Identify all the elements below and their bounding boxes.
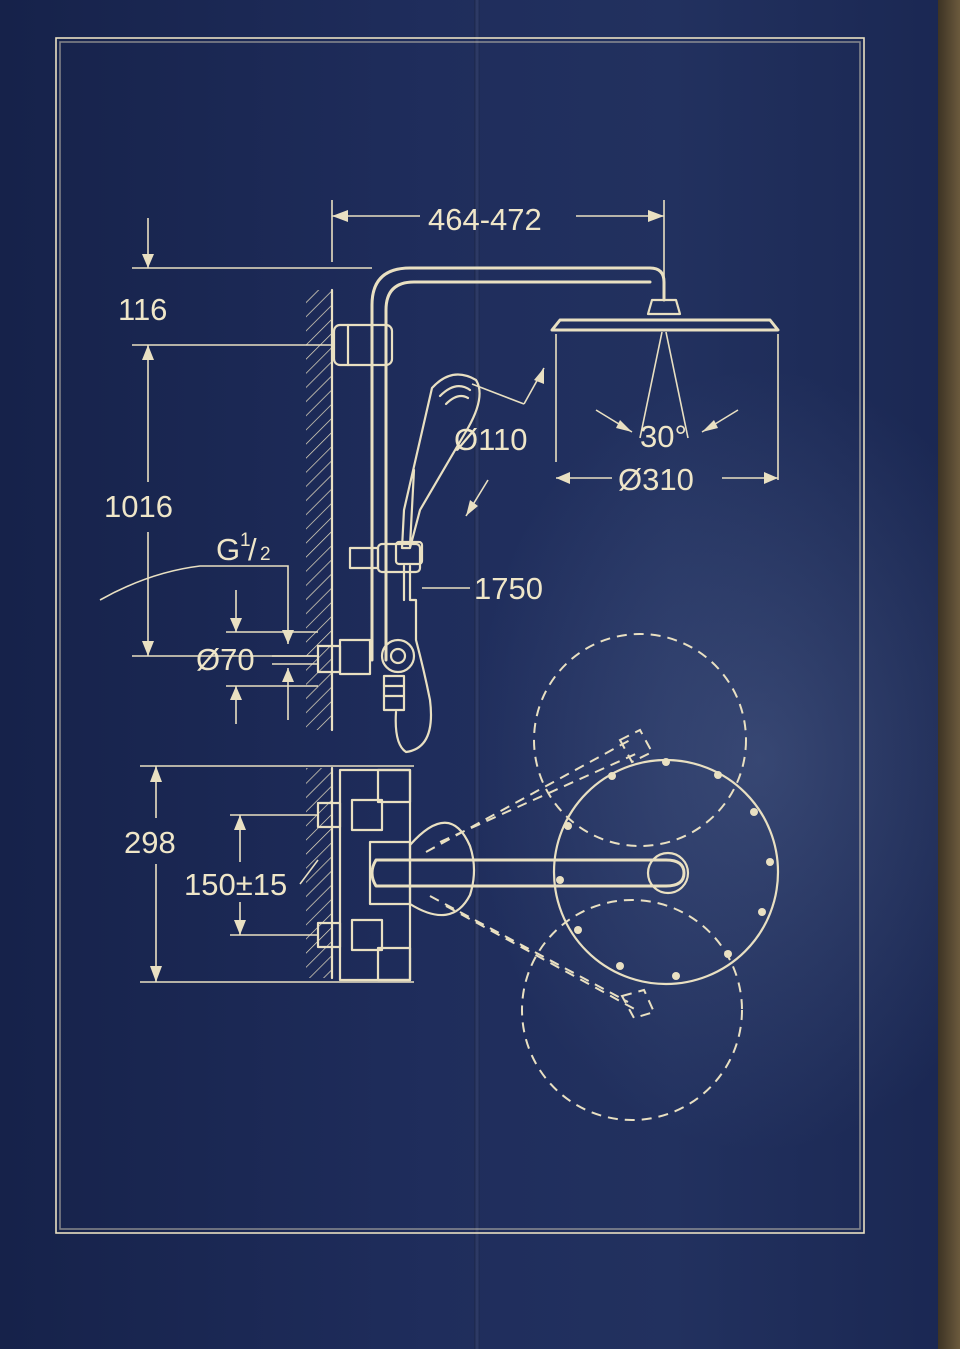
head-shower — [550, 298, 780, 480]
wall-outlet-elbow — [316, 638, 416, 712]
thermostat-mixer — [316, 768, 690, 982]
label-hand-shower-diameter: Ø110 — [454, 422, 528, 457]
dim-mixer-height — [140, 765, 414, 983]
label-thread-sup: 1 — [240, 530, 251, 551]
label-bar-height: 1016 — [104, 489, 173, 524]
hand-shower — [394, 373, 481, 566]
label-hose-length: 1750 — [474, 571, 543, 606]
label-top-offset: 116 — [118, 292, 167, 327]
label-angle: 30° — [640, 419, 687, 454]
shower-hose — [394, 564, 432, 754]
label-thread-sub: 2 — [260, 544, 271, 565]
dim-hand-shower — [465, 367, 545, 517]
frame-outer — [55, 37, 865, 1234]
box-fold-crease — [474, 0, 480, 1349]
dim-projection — [331, 200, 665, 296]
label-flange-diameter: Ø70 — [196, 642, 255, 677]
box-edge — [938, 0, 960, 1349]
dim-connection-spacing — [230, 814, 319, 936]
head-rotation-circle — [552, 758, 780, 986]
label-mixer-height: 298 — [124, 825, 176, 860]
dim-head-shower — [556, 472, 778, 484]
head-rotation-circle-dashed — [425, 633, 747, 1121]
dim-top-offset — [132, 218, 372, 346]
label-projection: 464-472 — [428, 202, 542, 237]
label-connection-spacing: 150±15 — [184, 867, 287, 902]
wall-hatching — [306, 288, 334, 980]
frame-inner — [59, 41, 861, 1230]
slide-holder — [348, 542, 422, 574]
dim-thread-and-flange — [99, 565, 318, 724]
label-thread-slash: / — [248, 532, 257, 567]
label-head-shower-diameter: Ø310 — [618, 462, 694, 497]
label-thread-main: G — [216, 532, 240, 567]
